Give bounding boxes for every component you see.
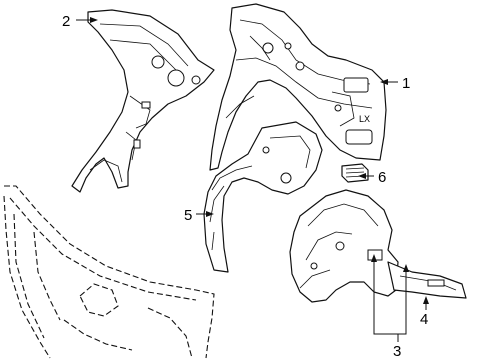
callout-labels: 2 1 6 5 4 3 — [62, 13, 428, 360]
part-6-vent-grille — [341, 163, 369, 183]
part-3-wheelhouse-inner — [289, 189, 399, 303]
callout-leaders — [76, 17, 429, 342]
quarter-outer-panel-phantom — [3, 185, 215, 359]
part-5-wheelhouse-outer — [203, 121, 323, 273]
callout-3: 3 — [393, 343, 401, 360]
callout-4: 4 — [420, 311, 428, 328]
callout-5: 5 — [184, 207, 192, 224]
callout-6: 6 — [378, 169, 386, 186]
callout-2: 2 — [62, 13, 70, 30]
part-2-quarter-inner-pillar — [71, 9, 215, 193]
part-1-quarter-inner-panel: LX — [209, 3, 387, 171]
part-marking-lx: LX — [359, 114, 370, 124]
callout-1: 1 — [402, 75, 410, 92]
part-4-wheelhouse-extension — [387, 261, 467, 299]
